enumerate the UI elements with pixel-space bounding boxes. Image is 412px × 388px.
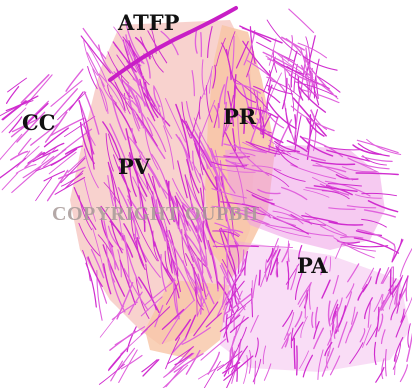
muscle-fiber-stroke [6,96,38,111]
muscle-fiber-stroke [51,81,82,107]
muscle-fiber-stroke [282,56,286,88]
muscle-fiber-stroke [289,9,314,32]
muscle-fiber-stroke [232,347,233,367]
muscle-fiber-stroke [341,244,375,251]
muscle-fiber-stroke [110,332,136,351]
muscle-fiber-stroke [294,338,295,368]
muscle-fiber-stroke [143,360,159,376]
muscle-fiber-stroke [386,349,387,376]
muscle-fiber-stroke [400,249,412,277]
muscle-fiber-stroke [200,361,220,388]
label-atfp: ATFP [118,12,179,33]
label-cc: CC [22,112,55,133]
copyright-watermark: COPYRIGHT OUPBH [52,203,259,226]
muscle-fiber-stroke [201,33,202,57]
label-pv: PV [118,156,150,177]
muscle-fiber-stroke [0,134,22,161]
muscle-fiber-stroke [66,69,83,91]
muscle-fiber-stroke [376,368,384,383]
muscle-fiber-stroke [237,364,238,381]
muscle-fiber-stroke [8,78,27,92]
muscle-fiber-stroke [400,365,407,382]
muscle-fiber-stroke [208,352,219,374]
label-pa: PA [297,255,328,276]
muscle-fiber-stroke [81,36,110,73]
muscle-fiber-stroke [7,87,19,104]
muscle-fiber-stroke [48,170,68,200]
label-pr: PR [223,106,256,127]
